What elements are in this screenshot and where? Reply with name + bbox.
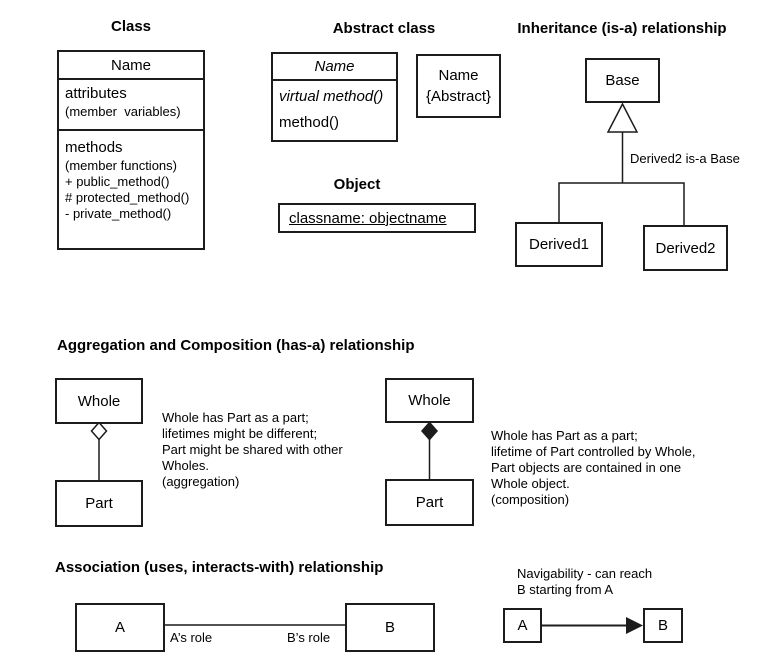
- aggregation-notes: Whole has Part as a part; lifetimes migh…: [162, 410, 343, 490]
- aggregation-part-box: Part: [55, 480, 143, 527]
- composition-note-line: lifetime of Part controlled by Whole,: [491, 444, 696, 459]
- abstract-tag-name-label: Name: [438, 67, 479, 84]
- abstract-class-name-compartment: Name: [273, 54, 396, 81]
- navigability-note-line: B starting from A: [517, 582, 614, 597]
- composition-note-line: (composition): [491, 492, 570, 507]
- a-role-label: A’s role: [170, 630, 213, 645]
- private-method-label: - private_method(): [65, 206, 172, 221]
- attributes-label: attributes: [65, 85, 127, 102]
- navigability-b-box: B: [643, 608, 683, 643]
- aggregation-note-line: (aggregation): [162, 474, 240, 489]
- derived1-class-box: Derived1: [515, 222, 603, 267]
- association-section-title: Association (uses, interacts-with) relat…: [55, 559, 384, 576]
- abstract-class-box: Name virtual method() method(): [271, 52, 398, 142]
- abstract-class-methods-compartment: virtual method() method(): [273, 81, 396, 139]
- class-attributes-compartment: attributes (member variables): [59, 80, 203, 131]
- composition-note-line: Part objects are contained in one: [491, 460, 682, 475]
- navigability-note: Navigability - can reach B starting from…: [517, 566, 652, 598]
- composition-note-line: Whole has Part as a part;: [491, 428, 638, 443]
- method-label: method(): [279, 114, 340, 131]
- aggregation-open-diamond-icon: [90, 421, 108, 441]
- public-method-label: + public_method(): [65, 174, 170, 189]
- inheritance-triangle-icon: [606, 102, 639, 133]
- b-role-label: B’s role: [287, 630, 331, 645]
- inheritance-section-title: Inheritance (is-a) relationship: [517, 20, 727, 37]
- aggregation-whole-box: Whole: [55, 378, 143, 424]
- class-box: Name attributes (member variables) metho…: [57, 50, 205, 250]
- aggregation-note-line: lifetimes might be different;: [162, 426, 318, 441]
- attributes-sublabel: (member variables): [65, 104, 181, 119]
- object-label: classname: objectname: [289, 209, 447, 227]
- abstract-tag-stereotype-label: {Abstract}: [425, 88, 492, 105]
- abstract-class-section-title: Abstract class: [332, 20, 436, 37]
- protected-method-label: # protected_method(): [65, 190, 190, 205]
- virtual-method-label: virtual method(): [279, 88, 384, 105]
- inheritance-branch-lines: [558, 182, 685, 226]
- class-section-title: Class: [110, 18, 152, 35]
- class-name-compartment: Name: [59, 52, 203, 80]
- object-section-title: Object: [333, 176, 381, 193]
- class-methods-compartment: methods (member functions) + public_meth…: [59, 131, 203, 229]
- composition-whole-box: Whole: [385, 378, 474, 423]
- navigability-a-box: A: [503, 608, 542, 643]
- navigability-note-line: Navigability - can reach: [517, 566, 653, 581]
- association-a-box: A: [75, 603, 165, 652]
- aggregation-note-line: Part might be shared with other: [162, 442, 343, 457]
- aggregation-note-line: Whole has Part as a part;: [162, 410, 309, 425]
- composition-note-line: Whole object.: [491, 476, 570, 491]
- methods-sublabel: (member functions): [65, 158, 177, 173]
- object-box: classname: objectname: [278, 203, 476, 233]
- base-class-box: Base: [585, 58, 660, 103]
- navigability-arrowhead-icon: [626, 617, 643, 634]
- aggregation-note-line: Wholes.: [162, 458, 209, 473]
- inheritance-edge-label: Derived2 is-a Base: [630, 151, 740, 166]
- composition-filled-diamond-icon: [420, 421, 439, 441]
- methods-label: methods: [65, 139, 123, 156]
- abstract-tag-box: Name {Abstract}: [416, 54, 501, 118]
- association-b-box: B: [345, 603, 435, 652]
- derived2-class-box: Derived2: [643, 225, 728, 271]
- aggregation-section-title: Aggregation and Composition (has-a) rela…: [57, 337, 415, 354]
- composition-part-box: Part: [385, 479, 474, 526]
- composition-notes: Whole has Part as a part; lifetime of Pa…: [491, 428, 695, 508]
